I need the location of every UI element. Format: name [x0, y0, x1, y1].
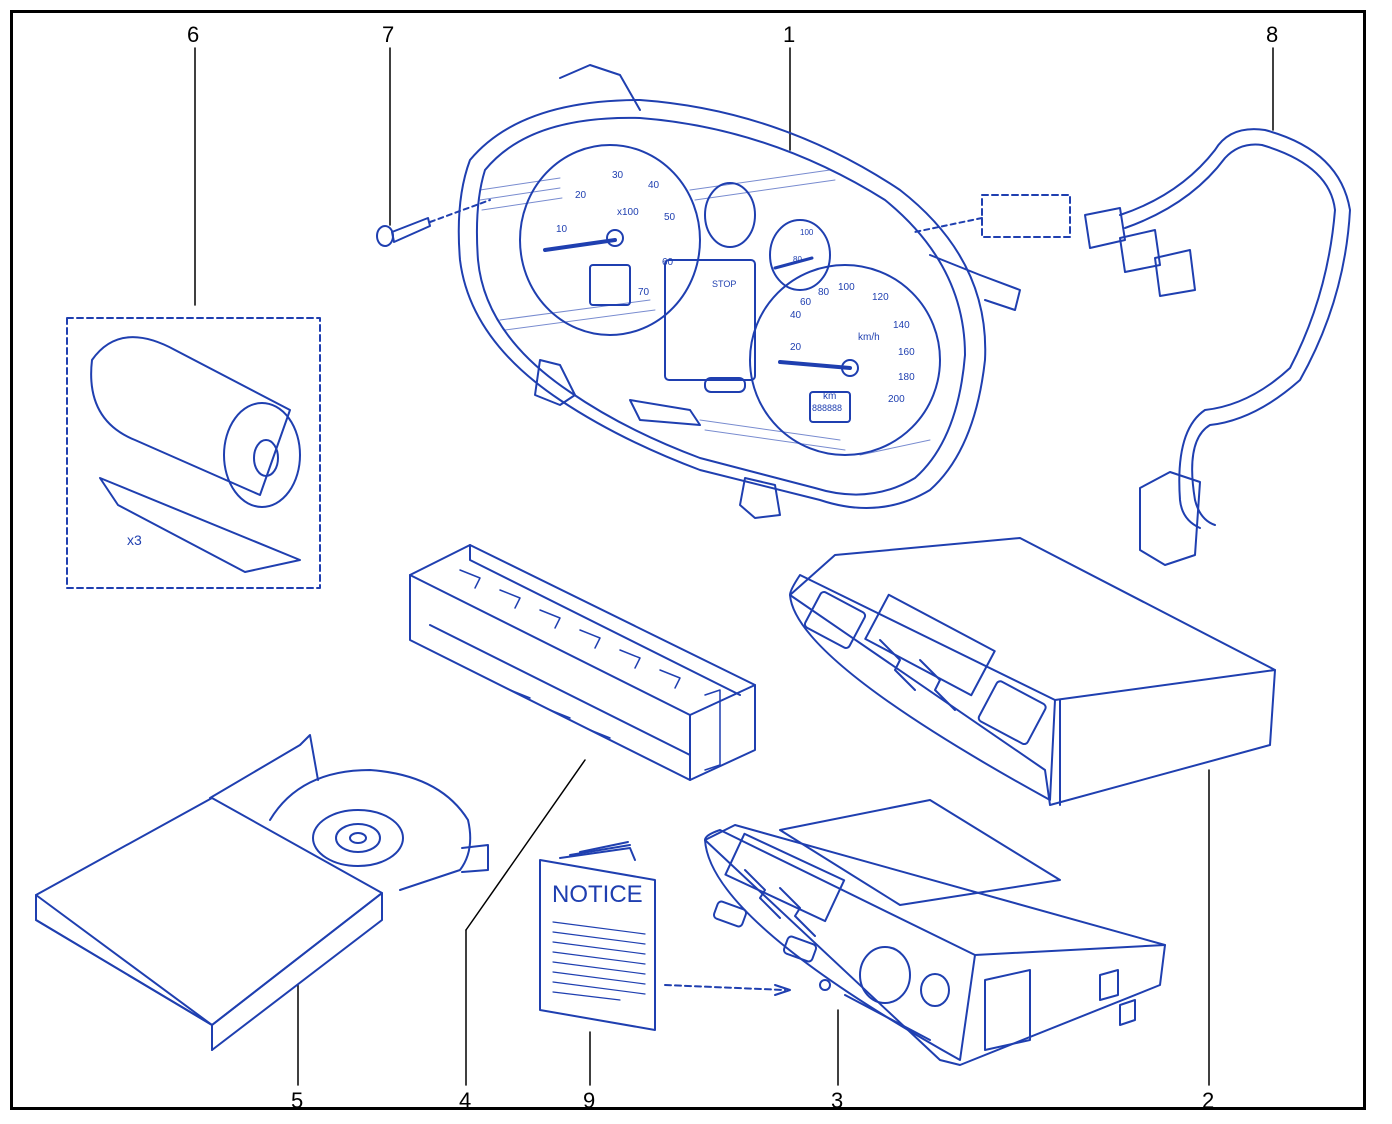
- odometer-unit-label: km: [823, 391, 836, 402]
- speed-tick-80: 80: [818, 287, 830, 298]
- callout-8: 8: [1266, 22, 1279, 47]
- tachograph-unit-a: [789, 537, 1276, 806]
- tachograph-unit-b: [704, 799, 1166, 1066]
- screw: [376, 199, 491, 247]
- stop-warning-label: STOP: [712, 279, 736, 289]
- speed-tick-120: 120: [872, 292, 889, 303]
- roll-quantity-label: x3: [127, 532, 142, 548]
- diagram-frame: [10, 10, 1366, 1110]
- speed-tick-40: 40: [790, 310, 802, 321]
- notice-booklet: NOTICE: [539, 841, 791, 1031]
- rpm-tick-10: 10: [556, 224, 568, 235]
- temp-tick-80: 80: [793, 255, 802, 264]
- software-cd-box: [35, 734, 489, 1051]
- rpm-tick-70: 70: [638, 287, 650, 298]
- callout-1: 1: [783, 22, 796, 47]
- odometer-digits: 888888: [812, 403, 842, 413]
- speed-unit-label: km/h: [858, 332, 880, 343]
- speed-tick-20: 20: [790, 342, 802, 353]
- speed-tick-60: 60: [800, 297, 812, 308]
- callout-5: 5: [291, 1088, 304, 1113]
- rpm-unit-label: x100: [617, 207, 639, 218]
- callout-7: 7: [382, 22, 395, 47]
- speed-tick-100: 100: [838, 282, 855, 293]
- instrument-cluster: x100 10 20 30 40 50 60 70 km/h 20 40 60 …: [457, 64, 1021, 519]
- callout-2: 2: [1202, 1088, 1215, 1113]
- speed-tick-200: 200: [888, 394, 905, 405]
- notice-title: NOTICE: [552, 881, 643, 908]
- rpm-tick-40: 40: [648, 180, 660, 191]
- paper-roll: x3: [66, 317, 321, 589]
- leader-lines: [194, 47, 1274, 1086]
- temp-tick-100: 100: [800, 228, 814, 237]
- speed-tick-180: 180: [898, 372, 915, 383]
- mounting-cage: [409, 544, 756, 781]
- rpm-tick-30: 30: [612, 170, 624, 181]
- callout-4: 4: [459, 1088, 472, 1113]
- speed-tick-160: 160: [898, 347, 915, 358]
- callout-9: 9: [583, 1088, 596, 1113]
- speed-tick-140: 140: [893, 320, 910, 331]
- callout-6: 6: [187, 22, 200, 47]
- callout-3: 3: [831, 1088, 844, 1113]
- rpm-tick-20: 20: [575, 190, 587, 201]
- wiring-harness: [914, 128, 1351, 566]
- rpm-tick-60: 60: [662, 257, 674, 268]
- rpm-tick-50: 50: [664, 212, 676, 223]
